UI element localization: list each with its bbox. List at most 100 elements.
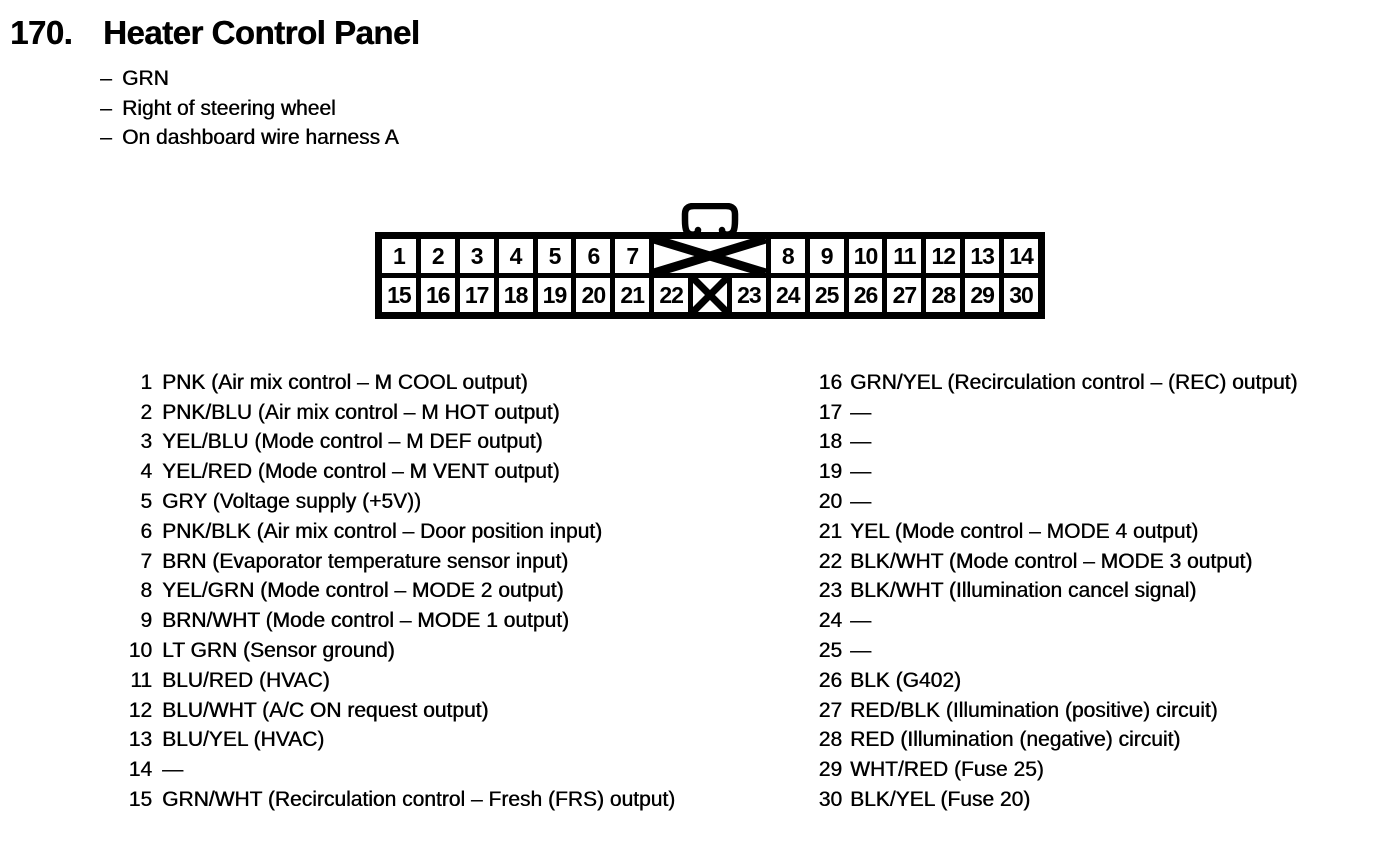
pin-cell: 14 xyxy=(1004,239,1038,273)
pin-row: 10 LT GRN (Sensor ground) xyxy=(100,636,675,666)
latch-clip-icon xyxy=(681,203,739,234)
pin-number: 26 xyxy=(818,668,842,692)
pin-number: 23 xyxy=(818,579,842,603)
pin-number: 22 xyxy=(818,549,842,573)
pin-row: 25 — xyxy=(792,636,1297,666)
pin-cell: 11 xyxy=(887,239,922,273)
pin-cell: 27 xyxy=(887,278,922,312)
pin-cell: 8 xyxy=(770,239,805,273)
pin-row: 15 GRN/WHT (Recirculation control – Fres… xyxy=(100,785,675,815)
pin-row: 8 YEL/GRN (Mode control – MODE 2 output) xyxy=(100,577,675,607)
pin-number: 30 xyxy=(818,788,842,812)
pin-cell: 20 xyxy=(576,278,611,312)
pin-description: RED/BLK (Illumination (positive) circuit… xyxy=(850,698,1218,722)
x-mark-icon xyxy=(693,278,727,312)
pin-number: 9 xyxy=(140,609,152,633)
blocked-cell xyxy=(693,278,727,312)
pin-description: — xyxy=(162,758,183,782)
pin-number: 28 xyxy=(818,728,842,752)
pin-row: 4 YEL/RED (Mode control – M VENT output) xyxy=(100,457,675,487)
pin-cell: 29 xyxy=(965,278,1000,312)
pin-row: 17 — xyxy=(792,398,1297,428)
pin-number: 14 xyxy=(128,758,152,782)
pin-row: 16 GRN/YEL (Recirculation control – (REC… xyxy=(792,368,1298,398)
pin-number: 5 xyxy=(140,490,152,514)
pin-row: 14 — xyxy=(100,755,675,785)
pin-description: GRN/WHT (Recirculation control – Fresh (… xyxy=(162,788,676,812)
pin-row: 26 BLK (G402) xyxy=(792,666,1297,696)
pin-description: — xyxy=(850,639,871,663)
pin-number: 11 xyxy=(130,668,152,692)
pin-number: 7 xyxy=(140,549,152,573)
pin-cell: 10 xyxy=(848,239,883,273)
pin-cell: 7 xyxy=(615,239,650,273)
pin-cell: 4 xyxy=(498,239,533,273)
pin-number: 18 xyxy=(818,430,842,454)
pin-cell: 22 xyxy=(654,278,689,312)
note-item: –On dashboard wire harness A xyxy=(100,124,399,154)
dash-bullet: – xyxy=(100,66,112,90)
pin-cell: 5 xyxy=(537,239,572,273)
pin-description: YEL/BLU (Mode control – M DEF output) xyxy=(162,430,543,454)
pin-number: 3 xyxy=(140,430,152,454)
pin-description: — xyxy=(850,460,871,484)
pin-description: BLU/RED (HVAC) xyxy=(162,668,330,692)
dash-bullet: – xyxy=(100,96,112,120)
pin-row: 12 BLU/WHT (A/C ON request output) xyxy=(100,696,675,726)
pin-description: — xyxy=(850,430,871,454)
pin-number: 24 xyxy=(818,609,842,633)
pin-description: PNK/BLU (Air mix control – M HOT output) xyxy=(162,400,560,424)
pin-description: BRN/WHT (Mode control – MODE 1 output) xyxy=(162,609,569,633)
note-text: Right of steering wheel xyxy=(122,96,336,120)
pin-description: — xyxy=(850,400,871,424)
pin-row: 27 RED/BLK (Illumination (positive) circ… xyxy=(792,696,1297,726)
pin-cell: 3 xyxy=(459,239,494,273)
pin-number: 6 xyxy=(140,519,152,543)
pin-row: 18 — xyxy=(792,428,1297,458)
pin-row: 6 PNK/BLK (Air mix control – Door positi… xyxy=(100,517,675,547)
pin-number: 12 xyxy=(128,698,152,722)
pin-description: PNK/BLK (Air mix control – Door position… xyxy=(162,519,603,543)
pin-number: 4 xyxy=(140,460,152,484)
pin-description: BLK/WHT (Mode control – MODE 3 output) xyxy=(850,549,1253,573)
pin-row: 20 — xyxy=(792,487,1297,517)
x-mark-icon xyxy=(654,239,766,273)
pin-description: BRN (Evaporator temperature sensor input… xyxy=(162,549,569,573)
pin-row: 30 BLK/YEL (Fuse 20) xyxy=(792,785,1297,815)
pin-row: 24 — xyxy=(792,606,1297,636)
note-item: –GRN xyxy=(100,64,399,94)
pin-row: 1 PNK (Air mix control – M COOL output) xyxy=(100,368,675,398)
pin-number: 17 xyxy=(818,400,842,424)
pin-description: GRN/YEL (Recirculation control – (REC) o… xyxy=(850,370,1298,394)
pin-list-right: 16 GRN/YEL (Recirculation control – (REC… xyxy=(792,368,1298,815)
pin-cell: 19 xyxy=(537,278,572,312)
pin-description: BLU/YEL (HVAC) xyxy=(162,728,325,752)
pin-cell: 18 xyxy=(498,278,533,312)
pin-number: 29 xyxy=(818,758,842,782)
pin-cell: 16 xyxy=(420,278,455,312)
pin-cell: 6 xyxy=(576,239,611,273)
pin-cell: 25 xyxy=(809,278,844,312)
pin-number: 27 xyxy=(818,698,842,722)
pin-number: 8 xyxy=(140,579,152,603)
pin-cell: 2 xyxy=(420,239,455,273)
pin-row: 3 YEL/BLU (Mode control – M DEF output) xyxy=(100,428,675,458)
pin-cell: 1 xyxy=(382,239,416,273)
note-text: GRN xyxy=(122,66,169,90)
pin-row: 13 BLU/YEL (HVAC) xyxy=(100,726,675,756)
pin-cell: 13 xyxy=(965,239,1000,273)
pin-description: BLK/WHT (Illumination cancel signal) xyxy=(850,579,1197,603)
pin-number: 25 xyxy=(818,639,842,663)
section-number: 170. xyxy=(10,14,73,51)
pin-description: WHT/RED (Fuse 25) xyxy=(850,758,1044,782)
pin-description: BLU/WHT (A/C ON request output) xyxy=(162,698,489,722)
pin-description: BLK (G402) xyxy=(850,668,961,692)
pin-cell: 12 xyxy=(926,239,961,273)
pin-row: 29 WHT/RED (Fuse 25) xyxy=(792,755,1297,785)
pin-number: 20 xyxy=(818,490,842,514)
pin-number: 21 xyxy=(818,519,842,543)
pin-cell: 30 xyxy=(1004,278,1038,312)
pin-description: — xyxy=(850,490,871,514)
